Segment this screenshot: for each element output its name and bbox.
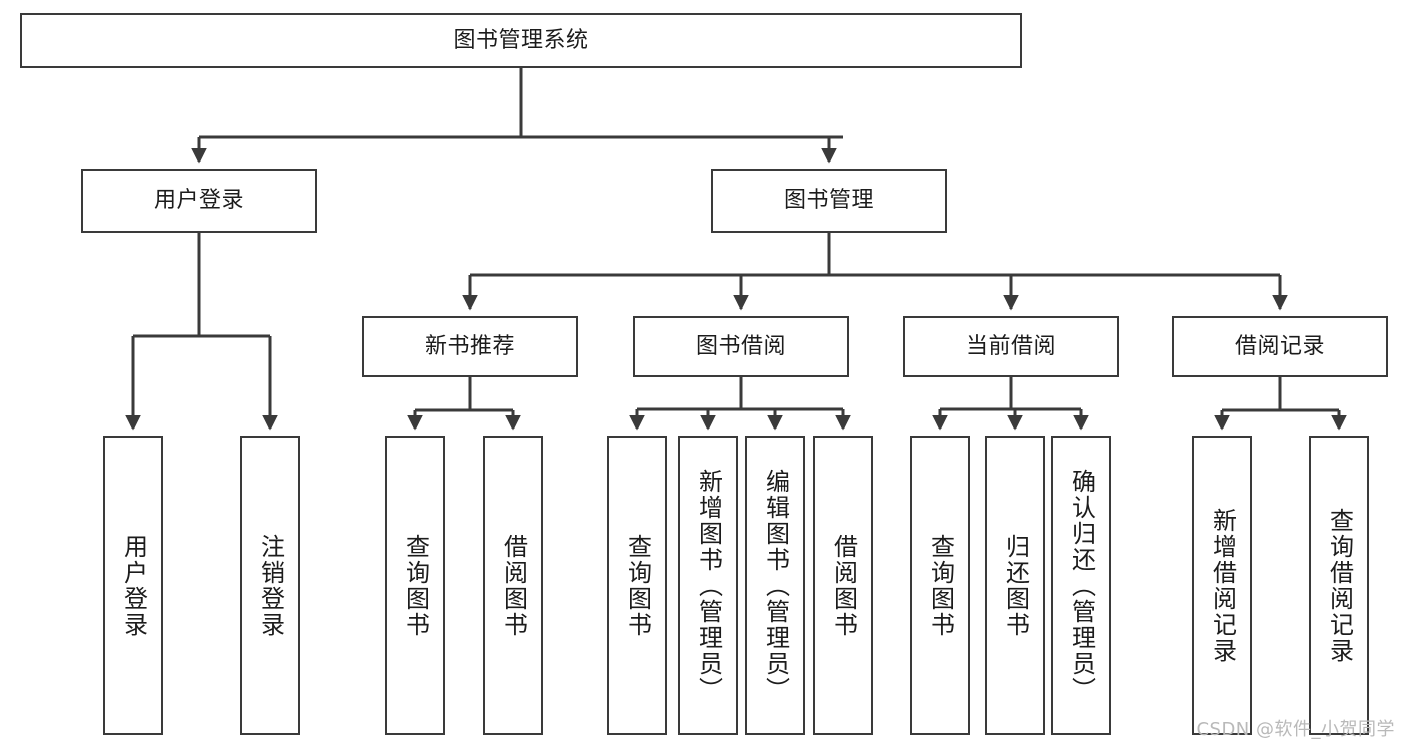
node-leaf-borrow-book-1-label: 借阅图书 [499, 533, 528, 638]
node-user-login-label: 用户登录 [153, 188, 244, 214]
node-leaf-logout[interactable]: 注销登录 [240, 436, 300, 735]
node-leaf-add-record-label: 新增借阅记录 [1208, 507, 1237, 664]
node-leaf-query-book-3-label: 查询图书 [926, 533, 955, 638]
node-borrow-record[interactable]: 借阅记录 [1172, 316, 1388, 377]
node-leaf-return-book[interactable]: 归还图书 [985, 436, 1045, 735]
node-book-manage[interactable]: 图书管理 [711, 169, 947, 233]
node-leaf-query-record[interactable]: 查询借阅记录 [1309, 436, 1369, 735]
node-leaf-edit-book-label: 编辑图书（管理员） [761, 468, 790, 703]
node-new-book-recommend[interactable]: 新书推荐 [362, 316, 578, 377]
node-leaf-borrow-book-2[interactable]: 借阅图书 [813, 436, 873, 735]
csdn-watermark: CSDN @软件_小贺同学 [1196, 719, 1395, 740]
node-leaf-add-record[interactable]: 新增借阅记录 [1192, 436, 1252, 735]
node-book-borrow-label: 图书借阅 [695, 333, 786, 359]
node-root[interactable]: 图书管理系统 [20, 13, 1022, 68]
node-leaf-query-book-2[interactable]: 查询图书 [607, 436, 667, 735]
node-leaf-query-book-1-label: 查询图书 [401, 533, 430, 638]
node-borrow-record-label: 借阅记录 [1234, 333, 1325, 359]
node-leaf-confirm-return[interactable]: 确认归还（管理员） [1051, 436, 1111, 735]
node-current-borrow-label: 当前借阅 [965, 333, 1056, 359]
node-root-label: 图书管理系统 [453, 27, 589, 53]
node-leaf-confirm-return-label: 确认归还（管理员） [1067, 468, 1096, 703]
node-new-book-recommend-label: 新书推荐 [424, 333, 515, 359]
node-leaf-add-book[interactable]: 新增图书（管理员） [678, 436, 738, 735]
node-leaf-user-login[interactable]: 用户登录 [103, 436, 163, 735]
node-leaf-query-book-1[interactable]: 查询图书 [385, 436, 445, 735]
node-leaf-borrow-book-1[interactable]: 借阅图书 [483, 436, 543, 735]
node-leaf-query-record-label: 查询借阅记录 [1325, 507, 1354, 664]
node-leaf-add-book-label: 新增图书（管理员） [694, 468, 723, 703]
node-leaf-logout-label: 注销登录 [256, 533, 285, 638]
node-leaf-edit-book[interactable]: 编辑图书（管理员） [745, 436, 805, 735]
node-leaf-user-login-label: 用户登录 [119, 533, 148, 638]
node-book-manage-label: 图书管理 [783, 188, 874, 214]
node-leaf-return-book-label: 归还图书 [1001, 533, 1030, 638]
node-leaf-query-book-2-label: 查询图书 [623, 533, 652, 638]
node-leaf-borrow-book-2-label: 借阅图书 [829, 533, 858, 638]
node-book-borrow[interactable]: 图书借阅 [633, 316, 849, 377]
node-user-login[interactable]: 用户登录 [81, 169, 317, 233]
node-current-borrow[interactable]: 当前借阅 [903, 316, 1119, 377]
node-leaf-query-book-3[interactable]: 查询图书 [910, 436, 970, 735]
